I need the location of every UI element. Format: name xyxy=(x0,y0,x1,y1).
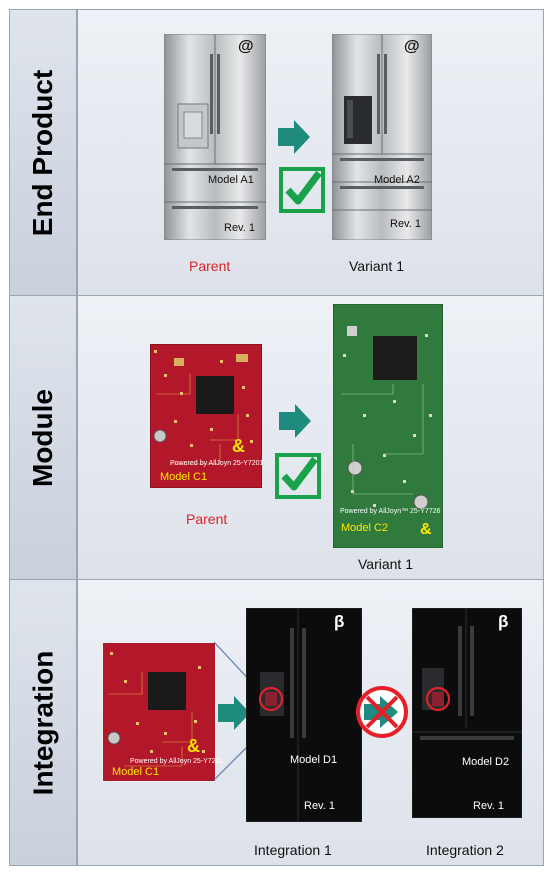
integration-caption-1: Integration 1 xyxy=(254,842,332,858)
module-parent-caption: Parent xyxy=(186,511,228,527)
fridge-d1-model: Model D1 xyxy=(290,754,338,766)
parent-print-text: Powered by AllJoyn 25-Y7201 xyxy=(170,460,264,467)
module-c1-image xyxy=(150,344,262,488)
variant-rev-label: Rev. 1 xyxy=(390,218,421,230)
module-body: & Powered by AllJoyn 25-Y7201 Model C1 P… xyxy=(78,296,543,579)
fridge-d1-rev: Rev. 1 xyxy=(304,800,335,812)
variant-caption: Variant 1 xyxy=(349,258,404,274)
end-product-body: @ Model A1 Rev. 1 Parent xyxy=(78,10,543,295)
module-variant-caption: Variant 1 xyxy=(358,556,413,572)
integration-tab: Integration xyxy=(10,580,78,865)
arrow-right-icon xyxy=(278,120,310,154)
ampersand-mark-integration: & xyxy=(187,736,200,756)
integration-label: Integration xyxy=(27,650,59,795)
prohibited-icon xyxy=(356,686,408,738)
fridge-d2-rev: Rev. 1 xyxy=(473,800,504,812)
at-mark: @ xyxy=(238,38,254,55)
variant-print-text: Powered by AllJoyn™ 25-Y7726 xyxy=(340,508,441,515)
module-c1-image-integration xyxy=(102,642,216,782)
variant-model-label: Model A2 xyxy=(374,174,420,186)
integration-module-print: Powered by AllJoyn 25-Y7201 xyxy=(130,758,224,765)
beta-mark: β xyxy=(334,612,345,631)
parent-caption: Parent xyxy=(189,258,231,274)
module-c2-image xyxy=(333,304,443,548)
parent-rev-label: Rev. 1 xyxy=(224,222,255,234)
integration-caption-2: Integration 2 xyxy=(426,842,504,858)
end-product-row: End Product @ Model A1 Rev. 1 xyxy=(9,9,544,296)
ampersand-mark: & xyxy=(232,436,245,456)
module-label: Module xyxy=(27,388,58,487)
circle-highlight-icon xyxy=(425,686,451,712)
end-product-label: End Product xyxy=(27,69,59,236)
checkmark-icon xyxy=(275,453,321,499)
arrow-right-icon xyxy=(279,404,311,438)
beta-mark-variant: β xyxy=(498,612,509,631)
arrow-right-icon xyxy=(218,696,250,730)
fridge-d2-model: Model D2 xyxy=(462,756,510,768)
fridge-a1-image xyxy=(164,34,266,240)
at-mark-variant: @ xyxy=(404,38,420,55)
module-row: Module & Powered by AllJoyn 25-Y7201 Mod… xyxy=(9,295,544,580)
fridge-a2-image xyxy=(332,34,432,240)
checkmark-icon xyxy=(279,167,325,213)
fridge-d1-image xyxy=(246,608,362,822)
ampersand-mark-variant: & xyxy=(420,521,432,538)
fridge-d2-image xyxy=(412,608,522,818)
integration-row: Integration & Powered by AllJoyn 25-Y720… xyxy=(9,579,544,866)
variant-model-label-module: Model C2 xyxy=(341,522,389,534)
integration-body: & Powered by AllJoyn 25-Y7201 Model C1 β… xyxy=(78,580,543,865)
circle-highlight-icon xyxy=(258,686,284,712)
end-product-tab: End Product xyxy=(10,10,78,295)
integration-module-model: Model C1 xyxy=(112,766,160,778)
parent-model-label-module: Model C1 xyxy=(160,471,208,483)
module-tab: Module xyxy=(10,296,78,579)
parent-model-label: Model A1 xyxy=(208,174,254,186)
